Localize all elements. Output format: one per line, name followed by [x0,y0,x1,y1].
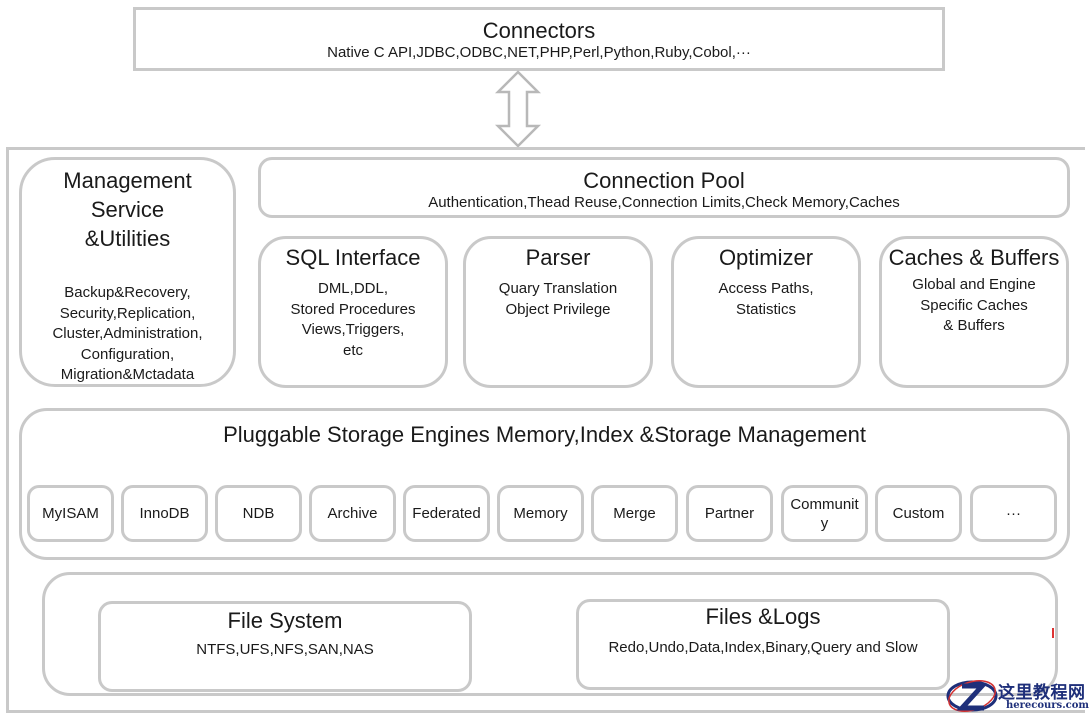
module-detail-line: DML,DDL, [317,280,388,297]
engine-federated: Federated [403,485,490,542]
management-detail-line: Configuration, [80,345,175,363]
files-logs-title: Files &Logs [705,604,821,629]
engine-custom: Custom [875,485,962,542]
module-detail-line: & Buffers [943,317,1005,334]
module-details: Quary Translation Object Privilege [499,279,617,320]
connectors-title: Connectors [482,18,596,43]
engine-partner: Partner [686,485,773,542]
double-arrow-icon [494,70,542,148]
management-detail-line: Security,Replication, [59,304,196,322]
module-detail-line: Global and Engine [912,276,1036,293]
connectors-subtitle: Native C API,JDBC,ODBC,NET,PHP,Perl,Pyth… [327,44,751,61]
file-system-title: File System [227,608,343,633]
caches-buffers-box: Caches & Buffers Global and Engine Speci… [879,236,1069,388]
module-details: Global and Engine Specific Caches & Buff… [912,275,1035,337]
engine-more: ··· [970,485,1057,542]
module-details: Access Paths, Statistics [718,279,813,320]
files-logs-box: Files &Logs Redo,Undo,Data,Index,Binary,… [576,599,950,690]
watermark-logo-icon [946,680,998,712]
module-detail-line: Statistics [735,300,796,318]
connection-pool-title: Connection Pool [583,168,745,193]
engine-archive: Archive [309,485,396,542]
module-detail-line: etc [342,341,363,359]
module-detail-line: Object Privilege [505,300,611,318]
management-details: Backup&Recovery, Security,Replication, C… [52,283,202,386]
sql-interface-box: SQL Interface DML,DDL, Stored Procedures… [258,236,448,388]
module-detail-line: Specific Caches [920,296,1028,314]
module-details: DML,DDL, Stored Procedures Views,Trigger… [290,279,415,361]
engine-community: Community [781,485,868,542]
engine-memory: Memory [497,485,584,542]
parser-box: Parser Quary Translation Object Privileg… [463,236,653,388]
optimizer-box: Optimizer Access Paths, Statistics [671,236,861,388]
file-system-subtitle: NTFS,UFS,NFS,SAN,NAS [196,641,374,658]
module-title: SQL Interface [285,245,421,270]
management-title-line: Service [90,197,165,222]
module-detail-line: Access Paths, [718,280,814,297]
connection-pool-box: Connection Pool Authentication,Thead Reu… [258,157,1070,218]
module-detail-line: Views,Triggers, [301,321,405,338]
management-detail-line: Backup&Recovery, [64,284,191,301]
engine-innodb: InnoDB [121,485,208,542]
connectors-box: Connectors Native C API,JDBC,ODBC,NET,PH… [133,7,945,71]
file-system-box: File System NTFS,UFS,NFS,SAN,NAS [98,601,472,692]
engine-myisam: MyISAM [27,485,114,542]
red-tick-mark [1052,628,1058,638]
engine-ndb: NDB [215,485,302,542]
module-title: Caches & Buffers [888,245,1060,270]
management-detail-line: Cluster,Administration, [52,325,203,342]
module-detail-line: Stored Procedures [290,300,416,318]
module-detail-line: Quary Translation [498,280,618,297]
module-title: Parser [525,245,591,270]
connection-pool-subtitle: Authentication,Thead Reuse,Connection Li… [428,194,900,211]
watermark-url[interactable]: herecours.com [1006,700,1090,711]
engine-merge: Merge [591,485,678,542]
management-title-line: Management [63,168,192,193]
files-logs-subtitle: Redo,Undo,Data,Index,Binary,Query and Sl… [608,639,918,656]
management-detail-line: Migration&Mctadata [60,366,195,383]
management-service-box: Management Service &Utilities Backup&Rec… [19,157,236,387]
module-title: Optimizer [718,245,814,270]
watermark-text[interactable]: 这里教程网 [998,683,1086,703]
management-title-line: &Utilities [84,226,171,251]
management-title: Management Service &Utilities [63,166,191,253]
storage-engines-title: Pluggable Storage Engines Memory,Index &… [223,422,866,447]
